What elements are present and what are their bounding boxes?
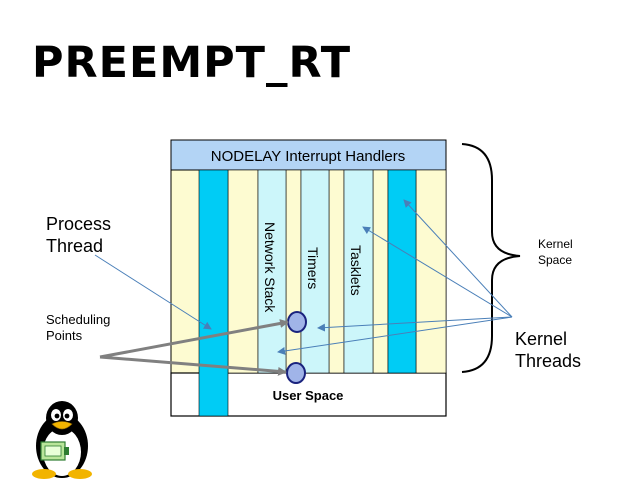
scheduling-point-upper <box>287 311 307 333</box>
page-title: PREEMPT_RT <box>32 38 352 88</box>
kernel-threads-arrow <box>403 199 513 318</box>
kernel-space-brace <box>461 143 521 373</box>
kernel-threads-arrow <box>277 316 513 355</box>
process-thread-column <box>198 169 229 417</box>
process-thread-label: Process Thread <box>46 214 112 256</box>
tasklets-thread <box>343 169 374 374</box>
interrupt-handlers-label: NODELAY Interrupt Handlers <box>211 148 406 165</box>
scheduling-arrow-lower <box>99 355 287 376</box>
stripe <box>227 169 259 374</box>
kernel-threads-label: Kernel Threads <box>515 329 582 371</box>
scheduling-points-label: Scheduling Points <box>46 312 111 343</box>
stripe <box>415 169 447 374</box>
stripe <box>285 169 302 374</box>
kernel-threads-arrow <box>317 316 513 332</box>
network-stack-thread <box>257 169 287 374</box>
tux-penguin-logo <box>32 401 92 479</box>
stripe <box>372 169 389 374</box>
kernel-thread-column <box>387 169 417 374</box>
scheduling-arrow-upper <box>99 319 289 359</box>
kernel-space-label: Kernel Space <box>538 237 573 267</box>
tasklets-label: Tasklets <box>348 245 364 296</box>
process-thread-arrow <box>94 254 212 330</box>
network-stack-label: Network Stack <box>262 222 278 313</box>
kernel-threads-arrow <box>362 226 513 318</box>
user-space-label: User Space <box>273 388 344 403</box>
timers-thread <box>300 169 330 374</box>
timers-label: Timers <box>305 247 321 289</box>
interrupt-handlers-box <box>170 139 447 171</box>
scheduling-point-lower <box>286 362 306 384</box>
